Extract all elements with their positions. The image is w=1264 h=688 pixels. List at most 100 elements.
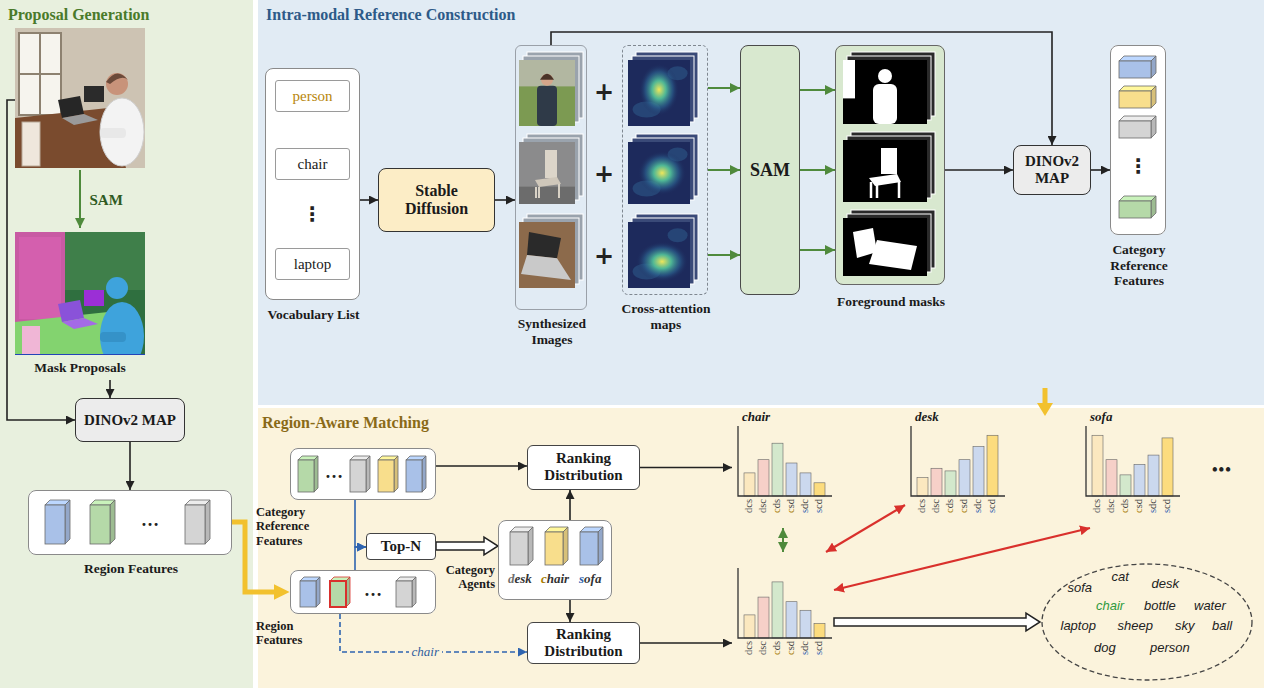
connector: [495, 200, 515, 201]
image-stack-box: Synthesized Images: [515, 45, 587, 310]
node-label: chair: [282, 156, 343, 173]
segment: [65, 232, 145, 290]
feature-cube: [330, 577, 350, 607]
cube-side: [205, 500, 210, 544]
node-label: Ranking Distribution: [534, 450, 633, 485]
node-label: Stable Diffusion: [385, 182, 488, 219]
connector: [834, 613, 1040, 631]
connector: [355, 500, 366, 547]
node-label: water: [1194, 599, 1226, 614]
cube-side: [598, 527, 603, 565]
cube-front: [396, 581, 412, 607]
photo: [519, 142, 575, 204]
connector-line: [551, 32, 1052, 145]
bar: [800, 473, 811, 496]
process-arrow: [708, 254, 740, 256]
bar: [814, 483, 825, 496]
flow-arrow: [1043, 388, 1048, 404]
process-arrow: [800, 89, 835, 91]
connector-line: [834, 528, 1090, 590]
laptop-base: [521, 255, 571, 280]
feature-cube: [300, 577, 320, 607]
axis-label: sdc: [1148, 499, 1159, 513]
feature-box: Region Features: [28, 490, 232, 555]
attention-box: Cross-attention maps: [622, 45, 708, 295]
cube-side: [316, 577, 320, 607]
node-label: sofa: [579, 572, 601, 587]
mask-box: Foreground masks: [835, 45, 945, 285]
panel-ground: [258, 0, 1264, 405]
ellipsis: ⋮: [302, 204, 322, 224]
bar: [1106, 460, 1117, 496]
connector-line: [360, 199, 378, 201]
process-arrow: [79, 170, 81, 228]
cube-front: [545, 532, 563, 565]
feature-cube: [396, 577, 416, 607]
segment: [15, 232, 65, 324]
cube-front: [300, 581, 316, 607]
node-label: laptop: [1061, 619, 1096, 634]
feature-box: Category Reference Features: [290, 448, 436, 500]
node-label: laptop: [282, 256, 343, 273]
node-label: Foreground masks: [836, 294, 946, 310]
cube-top: [1119, 56, 1156, 61]
feature-cube: [1119, 86, 1156, 108]
connector: [640, 467, 732, 468]
ellipsis: …: [325, 463, 343, 481]
cube-front: [1119, 121, 1151, 138]
agent-box: deskchairsofaCategory Agents: [498, 520, 612, 600]
chair-leg: [558, 184, 560, 198]
cube-side: [1151, 56, 1156, 78]
bar: [917, 478, 928, 496]
cube-front: [1119, 201, 1151, 218]
cube-front: [510, 532, 528, 565]
cube-front: [1119, 61, 1151, 78]
image: [843, 140, 927, 202]
connector-line: [945, 169, 1013, 171]
box-ground: [28, 490, 232, 555]
axis-label: cds: [772, 641, 783, 655]
monitor: [84, 290, 104, 306]
node-label: Region Features: [256, 619, 336, 648]
node-label: Vocabulary List: [256, 307, 371, 323]
node-label: person: [1150, 641, 1190, 656]
chart-plot: [738, 568, 832, 638]
connector-line: [782, 528, 784, 552]
node-label: DINOv2 MAP: [1020, 153, 1084, 188]
connector: [800, 170, 835, 171]
axis-label: csd: [1134, 499, 1145, 513]
image: [519, 60, 575, 126]
hair: [540, 74, 554, 80]
chart-plot: [1086, 426, 1180, 496]
chart-axis: [1086, 426, 1180, 496]
window-frame: [19, 73, 61, 75]
cube-front: [45, 505, 65, 544]
process-box: Ranking Distribution: [527, 622, 640, 664]
cube-top: [1119, 86, 1156, 91]
connector: [110, 380, 111, 398]
cube-side: [563, 527, 568, 565]
mask-shape: [878, 69, 892, 83]
feature-cube: [510, 527, 533, 565]
feature-cube: [406, 456, 426, 492]
axis-label: dcs: [1092, 499, 1103, 513]
image: [628, 60, 690, 126]
process-box: Top-N: [366, 533, 436, 560]
axis-label: csd: [786, 641, 797, 655]
bar: [945, 471, 956, 496]
stage-panel: person chair laptopVocabulary List Stable D…: [258, 0, 1264, 405]
box-ground: [498, 520, 612, 600]
axis-label: scd: [814, 499, 825, 513]
laptop: [62, 318, 98, 329]
panel-ground: [258, 408, 1264, 688]
stage-panel: Mask ProposalsDINOv2 MAPRegion FeaturesP…: [0, 0, 253, 688]
image: [519, 142, 575, 204]
word-box: person: [275, 80, 350, 112]
connector: [570, 490, 571, 520]
panel-title: Intra-modal Reference Construction: [266, 6, 866, 24]
photo: [519, 60, 575, 86]
chart-title: desk: [915, 410, 985, 425]
encoder-box: DINOv2 MAP: [1013, 145, 1091, 195]
